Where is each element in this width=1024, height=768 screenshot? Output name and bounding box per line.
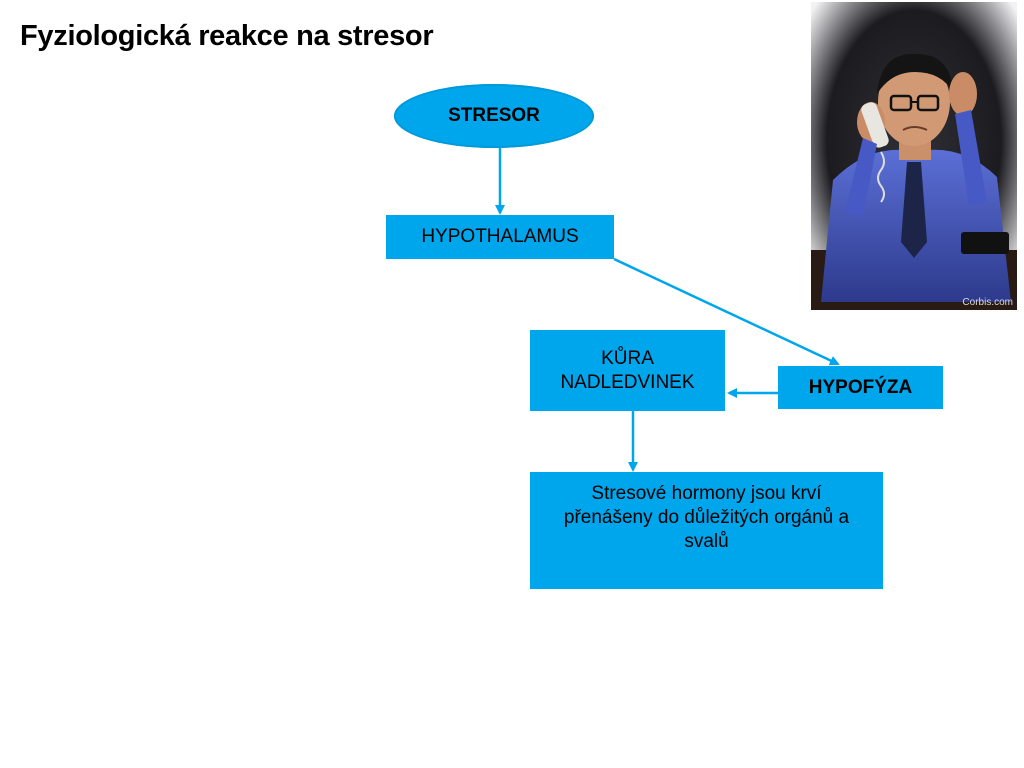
businessman-illustration (811, 2, 1017, 310)
node-stress-hormones-label: Stresové hormony jsou krví přenášeny do … (563, 483, 850, 552)
slide-title: Fyziologická reakce na stresor (20, 20, 434, 52)
node-kura-nadledvinek-label: KŮRA NADLEDVINEK (560, 347, 695, 393)
stressed-businessman-photo: Corbis.com (811, 2, 1017, 310)
node-stresor: STRESOR (394, 84, 594, 148)
node-kura-nadledvinek: KŮRA NADLEDVINEK (530, 330, 725, 411)
photo-watermark: Corbis.com (962, 297, 1013, 308)
node-hypofyza-label: HYPOFÝZA (808, 376, 913, 398)
node-hypothalamus: HYPOTHALAMUS (386, 215, 614, 259)
node-stress-hormones: Stresové hormony jsou krví přenášeny do … (530, 472, 883, 589)
node-hypothalamus-label: HYPOTHALAMUS (421, 226, 579, 248)
node-hypofyza: HYPOFÝZA (778, 366, 943, 409)
node-stresor-label: STRESOR (448, 105, 540, 127)
